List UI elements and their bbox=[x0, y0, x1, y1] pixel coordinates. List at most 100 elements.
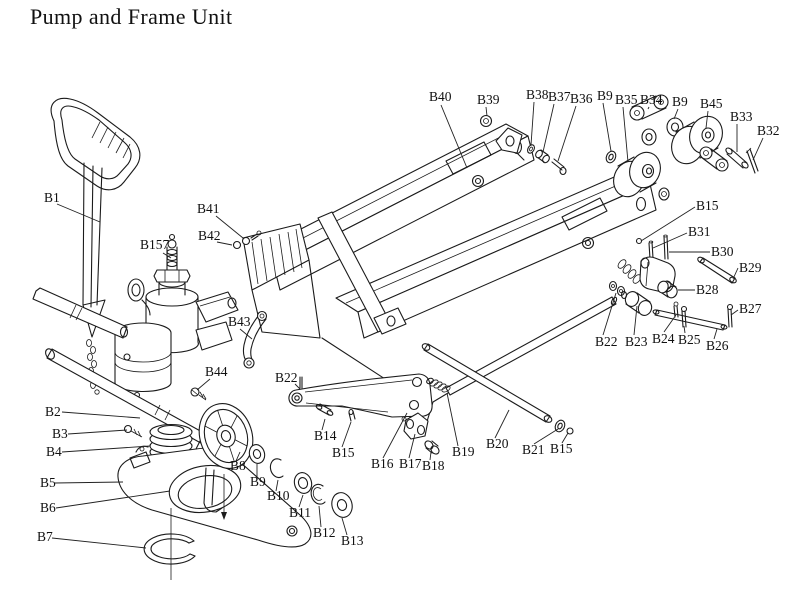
part-label-b32-11: B32 bbox=[757, 123, 780, 138]
leader-line-b22-22 bbox=[602, 292, 617, 336]
cap-b18 bbox=[424, 440, 440, 455]
part-label-b12-40: B12 bbox=[313, 525, 336, 540]
link-plate-top bbox=[629, 94, 669, 121]
part-label-b3-31: B3 bbox=[52, 426, 68, 441]
leader-line-b43-27 bbox=[239, 328, 253, 340]
grip-hatching bbox=[91, 121, 131, 159]
part-label-b2-30: B2 bbox=[45, 404, 61, 419]
leader-line-b39-1 bbox=[485, 106, 488, 117]
part-label-b25-19: B25 bbox=[678, 332, 701, 347]
left-rods bbox=[32, 287, 244, 464]
part-label-b39-1: B39 bbox=[477, 92, 500, 107]
part-label-b4-32: B4 bbox=[46, 444, 62, 459]
c-ring bbox=[143, 508, 196, 580]
part-label-b24-20: B24 bbox=[652, 331, 675, 346]
part-label-b38-2: B38 bbox=[526, 87, 549, 102]
pin-b15-mid bbox=[348, 408, 356, 422]
pump-assembly bbox=[114, 233, 239, 399]
leader-line-b41-24 bbox=[215, 215, 244, 239]
leader-line-b29-15 bbox=[732, 267, 739, 280]
part-label-b17-45: B17 bbox=[399, 456, 422, 471]
leader-line-b27-17 bbox=[730, 309, 739, 316]
leader-line-b15-12 bbox=[640, 206, 696, 242]
wheel-hardware-row bbox=[248, 444, 353, 518]
part-label-b6-34: B6 bbox=[40, 500, 56, 515]
leader-line-b8-36 bbox=[235, 451, 241, 462]
part-label-b42-25: B42 bbox=[198, 228, 221, 243]
part-label-b14-42: B14 bbox=[314, 428, 337, 443]
leader-line-b7-35 bbox=[51, 537, 147, 549]
leader-line-b4-32 bbox=[61, 445, 151, 453]
leader-line-b17-45 bbox=[408, 433, 416, 459]
leader-line-b42-25 bbox=[216, 241, 233, 246]
pin-b36 bbox=[551, 158, 567, 176]
part-label-b5-33: B5 bbox=[40, 475, 56, 490]
part-label-b40-0: B40 bbox=[429, 89, 452, 104]
page-title: Pump and Frame Unit bbox=[30, 4, 233, 29]
rod-b29 bbox=[697, 256, 737, 284]
part-label-b15-12: B15 bbox=[696, 198, 719, 213]
part-label-b43-27: B43 bbox=[228, 314, 251, 329]
leader-line-b31-13 bbox=[652, 232, 688, 249]
pull-rod bbox=[426, 296, 618, 396]
leader-line-b18-46 bbox=[429, 451, 432, 461]
leader-line-b3-31 bbox=[67, 429, 128, 435]
balls-b41-b42 bbox=[232, 230, 262, 250]
part-label-b18-46: B18 bbox=[422, 458, 445, 473]
pin-b25 bbox=[680, 305, 688, 328]
part-label-b22-22: B22 bbox=[595, 334, 618, 349]
load-rollers bbox=[605, 94, 759, 201]
part-label-b11-39: B11 bbox=[289, 505, 311, 520]
leader-line-b21-49 bbox=[533, 428, 559, 445]
leader-line-b14-42 bbox=[321, 418, 326, 431]
part-label-b31-13: B31 bbox=[688, 224, 711, 239]
rod-b26 bbox=[652, 309, 728, 331]
part-label-b1-23: B1 bbox=[44, 190, 60, 205]
part-label-b27-17: B27 bbox=[739, 301, 762, 316]
roller-b35 bbox=[613, 151, 661, 198]
part-label-b16-44: B16 bbox=[371, 456, 394, 471]
leader-line-b11-39 bbox=[298, 494, 304, 508]
part-label-b36-4: B36 bbox=[570, 91, 593, 106]
fork-frame bbox=[242, 123, 657, 429]
leader-line-b6-34 bbox=[55, 490, 171, 509]
leader-line-b1-23 bbox=[56, 203, 101, 223]
part-label-b23-21: B23 bbox=[625, 334, 648, 349]
part-label-b15-43: B15 bbox=[332, 445, 355, 460]
leader-line-b40-0 bbox=[440, 104, 468, 169]
leader-line-b38-2 bbox=[530, 101, 535, 146]
part-label-b35-6: B35 bbox=[615, 92, 638, 107]
part-label-b29-15: B29 bbox=[739, 260, 762, 275]
leader-line-b35-6 bbox=[622, 106, 629, 163]
part-label-b15-50: B15 bbox=[550, 441, 573, 456]
steer-wheel bbox=[198, 403, 254, 469]
small-parts bbox=[190, 114, 567, 401]
screw-b44 bbox=[190, 387, 207, 401]
part-label-b21-49: B21 bbox=[522, 442, 545, 457]
link-plate-right bbox=[699, 146, 729, 172]
part-label-b30-14: B30 bbox=[711, 244, 734, 259]
pin-b14 bbox=[315, 403, 334, 416]
part-label-b10-38: B10 bbox=[267, 488, 290, 503]
part-label-b20-48: B20 bbox=[486, 436, 509, 451]
washer-b38 bbox=[527, 144, 535, 154]
part-label-b19-47: B19 bbox=[452, 444, 475, 459]
leader-line-b36-4 bbox=[557, 105, 577, 162]
pin-b24 bbox=[673, 301, 679, 318]
leader-line-b34-7 bbox=[647, 106, 650, 110]
leader-line-b22-28 bbox=[294, 383, 301, 390]
leader-line-b44-29 bbox=[196, 378, 211, 391]
leader-line-b15-50 bbox=[561, 432, 569, 444]
leader-line-b45-9 bbox=[705, 110, 709, 129]
leader-line-b12-40 bbox=[318, 505, 322, 528]
part-label-b45-9: B45 bbox=[700, 96, 723, 111]
leader-line-b26-18 bbox=[713, 328, 718, 340]
leader-line-b19-47 bbox=[446, 392, 459, 447]
roller-b28 bbox=[657, 280, 678, 299]
part-label-b9-37: B9 bbox=[250, 474, 266, 489]
leader-line-b37-3 bbox=[542, 103, 555, 153]
leader-line-b20-48 bbox=[494, 409, 510, 439]
leader-line-b32-11 bbox=[752, 137, 764, 161]
